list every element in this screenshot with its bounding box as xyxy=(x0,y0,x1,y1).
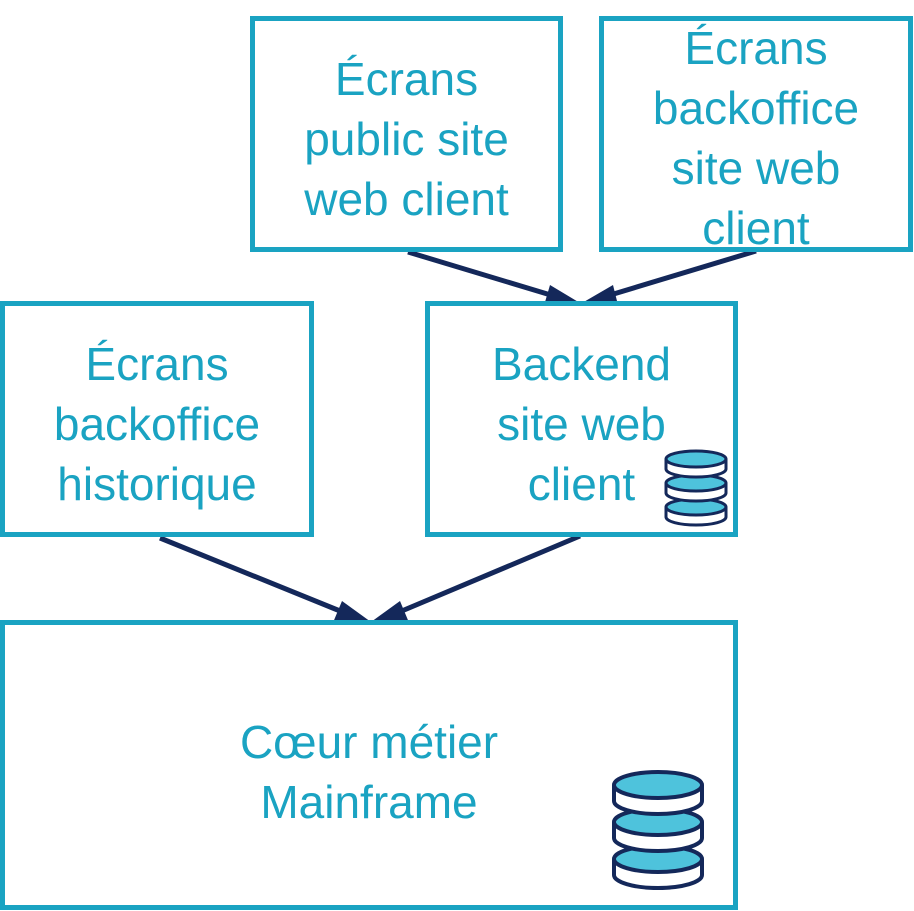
node-backend: Backend site web client xyxy=(425,301,738,537)
node-core: Cœur métier Mainframe xyxy=(0,620,738,910)
node-backoffice-screens: Écrans backoffice site web client xyxy=(599,16,913,254)
arrow-historic-to-core xyxy=(159,535,371,625)
node-public-screens: Écrans public site web client xyxy=(250,16,563,252)
database-icon xyxy=(612,770,704,890)
database-icon xyxy=(664,449,728,527)
node-backend-label: Backend site web client xyxy=(491,338,671,510)
node-backoffice-screens-label: Écrans backoffice site web client xyxy=(652,22,860,254)
node-public-screens-label: Écrans public site web client xyxy=(304,53,509,225)
node-core-label: Cœur métier Mainframe xyxy=(239,716,499,828)
node-historic-backoffice: Écrans backoffice historique xyxy=(0,301,314,537)
arrow-backend-to-core xyxy=(371,533,581,625)
node-historic-backoffice-label: Écrans backoffice historique xyxy=(53,338,261,510)
